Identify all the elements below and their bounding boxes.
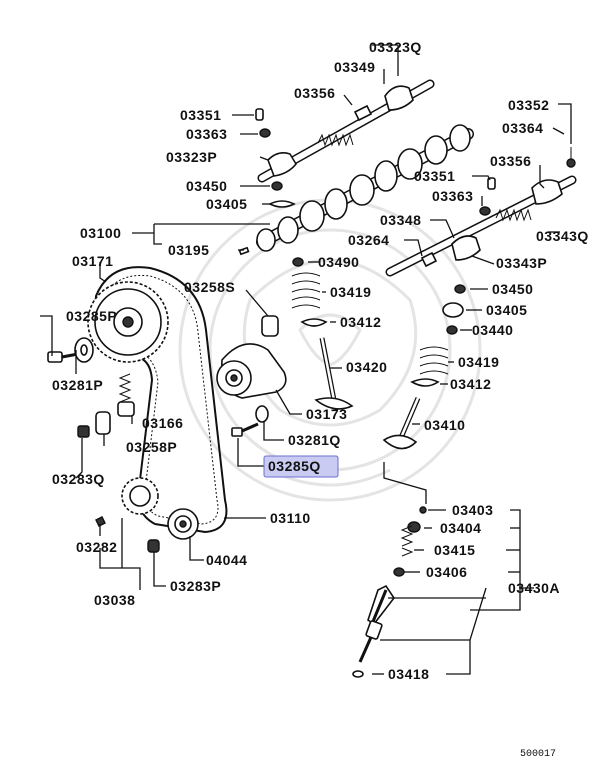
misc-left-parts bbox=[47, 315, 279, 553]
label-03404[interactable]: 03404 bbox=[440, 520, 481, 536]
label-03351-left[interactable]: 03351 bbox=[180, 107, 221, 123]
label-03110[interactable]: 03110 bbox=[270, 510, 311, 526]
label-03450-right[interactable]: 03450 bbox=[492, 281, 533, 297]
label-03363-right[interactable]: 03363 bbox=[432, 188, 473, 204]
label-03171[interactable]: 03171 bbox=[72, 253, 113, 269]
crankshaft-sprocket bbox=[121, 477, 159, 515]
lash-adjuster-parts bbox=[352, 506, 427, 678]
label-03412-right[interactable]: 03412 bbox=[450, 376, 491, 392]
label-03258P[interactable]: 03258P bbox=[126, 439, 177, 455]
leader-lines bbox=[40, 44, 572, 675]
label-03415[interactable]: 03415 bbox=[434, 542, 475, 558]
label-03418[interactable]: 03418 bbox=[388, 666, 429, 682]
label-03403[interactable]: 03403 bbox=[452, 502, 493, 518]
label-03356-left[interactable]: 03356 bbox=[294, 85, 335, 101]
label-03283Q[interactable]: 03283Q bbox=[52, 471, 105, 487]
label-03038[interactable]: 03038 bbox=[94, 592, 135, 608]
label-03349[interactable]: 03349 bbox=[334, 59, 375, 75]
rocker-shaft-left bbox=[257, 79, 435, 183]
valve-group-right bbox=[382, 284, 466, 450]
label-03406[interactable]: 03406 bbox=[426, 564, 467, 580]
label-03351-right[interactable]: 03351 bbox=[414, 168, 455, 184]
label-03364[interactable]: 03364 bbox=[502, 120, 543, 136]
label-03173[interactable]: 03173 bbox=[306, 406, 347, 422]
label-03285P[interactable]: 03285P bbox=[66, 308, 117, 324]
label-04044[interactable]: 04044 bbox=[206, 552, 247, 568]
label-03281Q[interactable]: 03281Q bbox=[288, 432, 341, 448]
label-03323P[interactable]: 03323P bbox=[166, 149, 217, 165]
highlight-box bbox=[263, 455, 339, 478]
camshaft-sprocket bbox=[87, 281, 169, 363]
small-parts-upper-right bbox=[479, 147, 576, 216]
label-03166[interactable]: 03166 bbox=[142, 415, 183, 431]
belt-tensioner bbox=[216, 343, 287, 399]
label-03323Q-top[interactable]: 03323Q bbox=[369, 39, 422, 55]
label-03343Q[interactable]: 03343Q bbox=[536, 228, 589, 244]
label-03363-left[interactable]: 03363 bbox=[186, 126, 227, 142]
valve-group-left bbox=[291, 257, 354, 410]
label-03281P[interactable]: 03281P bbox=[52, 377, 103, 393]
label-03356-right[interactable]: 03356 bbox=[490, 153, 531, 169]
label-03430A[interactable]: 03430A bbox=[508, 580, 560, 596]
label-03405-right[interactable]: 03405 bbox=[486, 302, 527, 318]
camshaft bbox=[238, 124, 474, 256]
label-03285Q[interactable]: 03285Q bbox=[268, 458, 321, 474]
label-03282[interactable]: 03282 bbox=[76, 539, 117, 555]
rocker-shaft-right bbox=[385, 175, 577, 277]
label-03352[interactable]: 03352 bbox=[508, 97, 549, 113]
label-03100[interactable]: 03100 bbox=[80, 225, 121, 241]
small-parts-upper-left bbox=[255, 108, 296, 208]
label-03419-right[interactable]: 03419 bbox=[458, 354, 499, 370]
label-03348[interactable]: 03348 bbox=[380, 212, 421, 228]
label-03343P[interactable]: 03343P bbox=[496, 255, 547, 271]
label-03450-left[interactable]: 03450 bbox=[186, 178, 227, 194]
label-03440[interactable]: 03440 bbox=[472, 322, 513, 338]
label-03283P[interactable]: 03283P bbox=[170, 578, 221, 594]
part-labels: 03323Q 03349 03351 03356 03363 03323P 03… bbox=[52, 39, 589, 682]
label-03195[interactable]: 03195 bbox=[168, 242, 209, 258]
idler-pulley bbox=[167, 508, 199, 540]
label-03419-left[interactable]: 03419 bbox=[330, 284, 371, 300]
label-03405-left[interactable]: 03405 bbox=[206, 196, 247, 212]
label-03420[interactable]: 03420 bbox=[346, 359, 387, 375]
label-03410[interactable]: 03410 bbox=[424, 417, 465, 433]
label-03258S[interactable]: 03258S bbox=[184, 279, 235, 295]
label-03412-left[interactable]: 03412 bbox=[340, 314, 381, 330]
label-03490[interactable]: 03490 bbox=[318, 254, 359, 270]
label-03264[interactable]: 03264 bbox=[348, 232, 389, 248]
figure-code: 500017 bbox=[520, 749, 556, 760]
